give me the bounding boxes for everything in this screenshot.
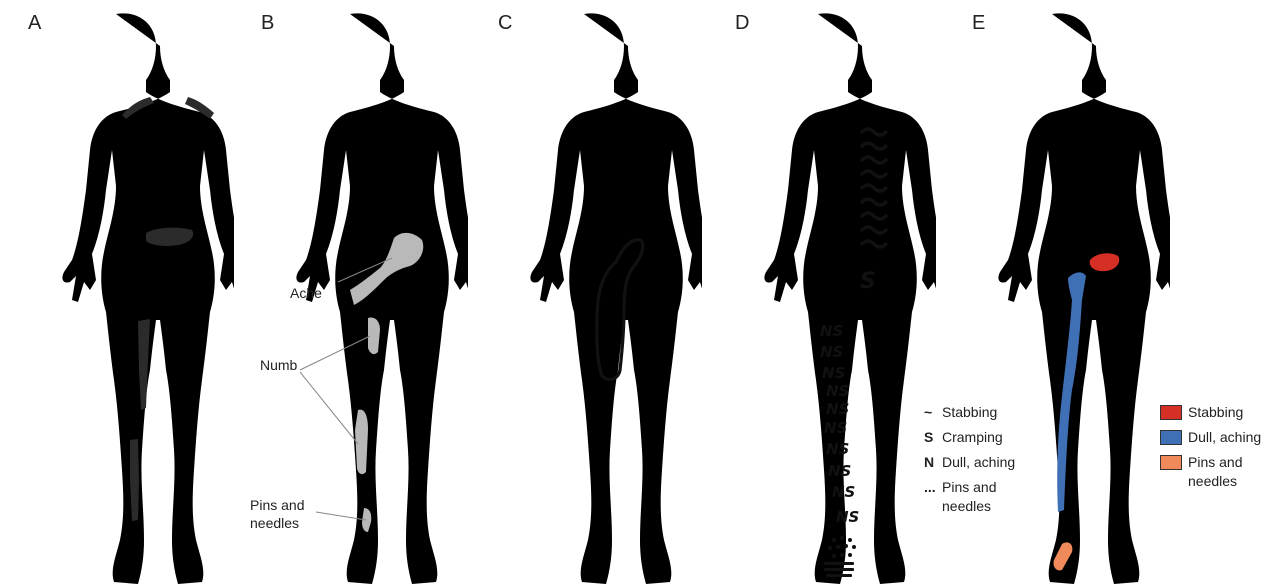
pain-marks-d: S NS NS NS NS NS NS NS NS NS NS xyxy=(702,0,936,585)
ns-symbol: NS xyxy=(828,462,851,480)
numb-callout-line-1 xyxy=(300,336,370,370)
pain-marks-c xyxy=(468,0,702,585)
ns-symbol: NS xyxy=(826,440,849,458)
panel-c: C xyxy=(468,0,702,585)
ns-symbol: NS xyxy=(820,343,843,361)
ns-symbol: NS xyxy=(820,322,843,340)
numb-callout-line-2 xyxy=(300,372,358,444)
lower-back-mark xyxy=(146,228,193,246)
pins-and-needles-symbols xyxy=(824,536,856,577)
ns-symbol: NS xyxy=(826,382,849,400)
shoulder-mark-right xyxy=(185,97,214,119)
legend-e: Stabbing Dull, aching Pins and needles xyxy=(1160,403,1272,497)
stabbing-swatch xyxy=(1160,405,1182,420)
ns-symbol: NS xyxy=(824,419,847,437)
radiating-outline-mark xyxy=(597,240,643,380)
pins-and-needles-label: Pins and needles xyxy=(250,496,304,532)
numb-tingling-symbols: NS NS NS NS NS NS NS NS NS NS xyxy=(820,322,859,526)
ns-symbol: NS xyxy=(822,364,845,382)
numb-label: Numb xyxy=(260,356,297,374)
pins-and-needles-swatch xyxy=(1160,455,1182,470)
legend-label: Dull, aching xyxy=(1188,428,1261,447)
ns-symbol: NS xyxy=(832,483,855,501)
pins-callout-line xyxy=(316,512,366,520)
panel-b: B Ache Numb Pins and needles xyxy=(234,0,468,585)
calf-mark xyxy=(130,439,139,521)
numb-mark-calf xyxy=(355,410,368,474)
ache-mark xyxy=(350,233,423,305)
legend-item-dull-aching: Dull, aching xyxy=(1160,428,1272,447)
panel-d: D S NS NS NS NS NS NS NS NS NS NS xyxy=(702,0,936,585)
thigh-mark xyxy=(138,319,150,410)
ache-label: Ache xyxy=(290,284,322,302)
pain-marks-a xyxy=(0,0,234,585)
panel-e: E xyxy=(936,0,1170,585)
ns-symbol: NS xyxy=(826,400,849,418)
pins-and-needles-area xyxy=(1053,542,1072,570)
ns-symbol: NS xyxy=(836,508,859,526)
dull-aching-band xyxy=(1057,272,1086,512)
legend-item-pins-and-needles: Pins and needles xyxy=(1160,453,1272,491)
legend-item-stabbing: Stabbing xyxy=(1160,403,1272,422)
stabbing-symbols xyxy=(862,129,886,247)
legend-label: Stabbing xyxy=(1188,403,1243,422)
stabbing-area xyxy=(1090,253,1120,271)
legend-label: Pins and needles xyxy=(1188,453,1242,491)
dull-aching-swatch xyxy=(1160,430,1182,445)
pain-marks-e xyxy=(936,0,1170,585)
shoulder-mark-left xyxy=(122,97,154,119)
panel-a: A xyxy=(0,0,234,585)
cramping-symbol: S xyxy=(860,269,876,294)
